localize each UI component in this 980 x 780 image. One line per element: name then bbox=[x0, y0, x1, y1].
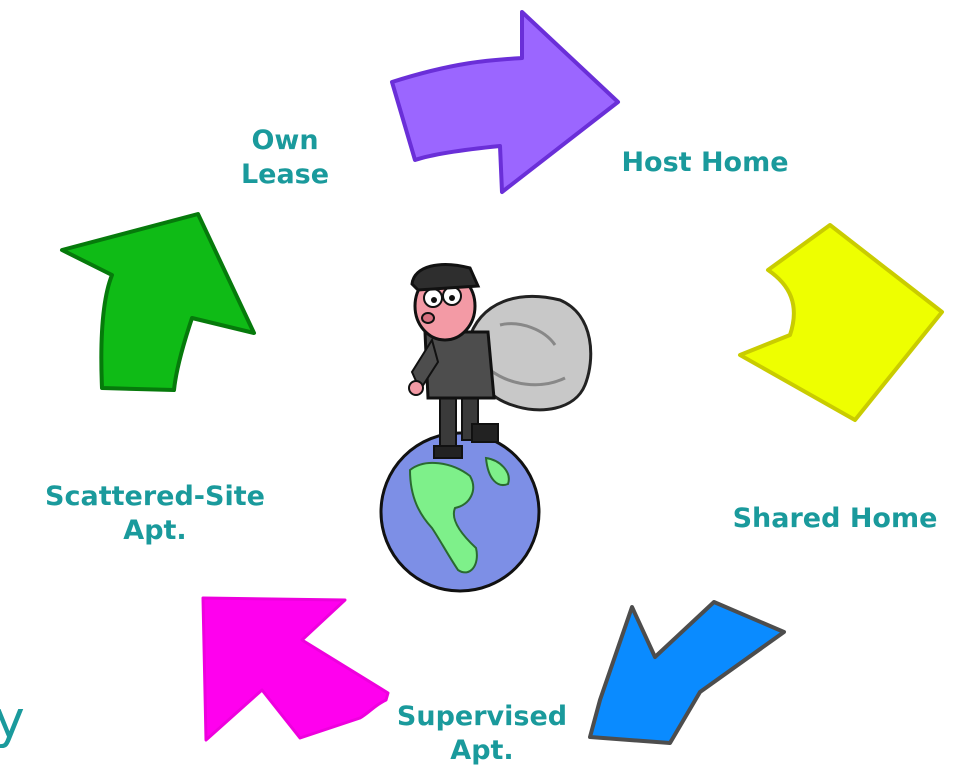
purple-arrow bbox=[390, 10, 620, 194]
stage-label-line: Shared Home bbox=[732, 503, 938, 534]
stage-label-line: Own bbox=[251, 125, 319, 156]
stage-label-line: Supervised bbox=[396, 701, 568, 732]
stage-label-line: Apt. bbox=[123, 515, 187, 546]
stage-label-supervised-apt: Supervised Apt. bbox=[372, 700, 592, 768]
stage-label-line: Host Home bbox=[621, 147, 789, 178]
stage-label-line: Apt. bbox=[450, 735, 514, 766]
stage-label-scattered-site-apt: Scattered-Site Apt. bbox=[10, 480, 300, 548]
yellow-arrow bbox=[738, 223, 944, 422]
traveler-on-globe-icon bbox=[379, 263, 593, 593]
stage-label-shared-home: Shared Home bbox=[700, 502, 970, 536]
partial-left-text: y bbox=[0, 690, 25, 750]
green-arrow bbox=[60, 212, 256, 392]
stage-label-line: Scattered-Site bbox=[45, 481, 265, 512]
stage-label-host-home: Host Home bbox=[590, 146, 820, 180]
blue-arrow bbox=[588, 600, 786, 745]
stage-label-line: Lease bbox=[240, 159, 330, 190]
magenta-arrow bbox=[201, 596, 390, 742]
stage-label-own-lease: Own Lease bbox=[205, 124, 365, 192]
